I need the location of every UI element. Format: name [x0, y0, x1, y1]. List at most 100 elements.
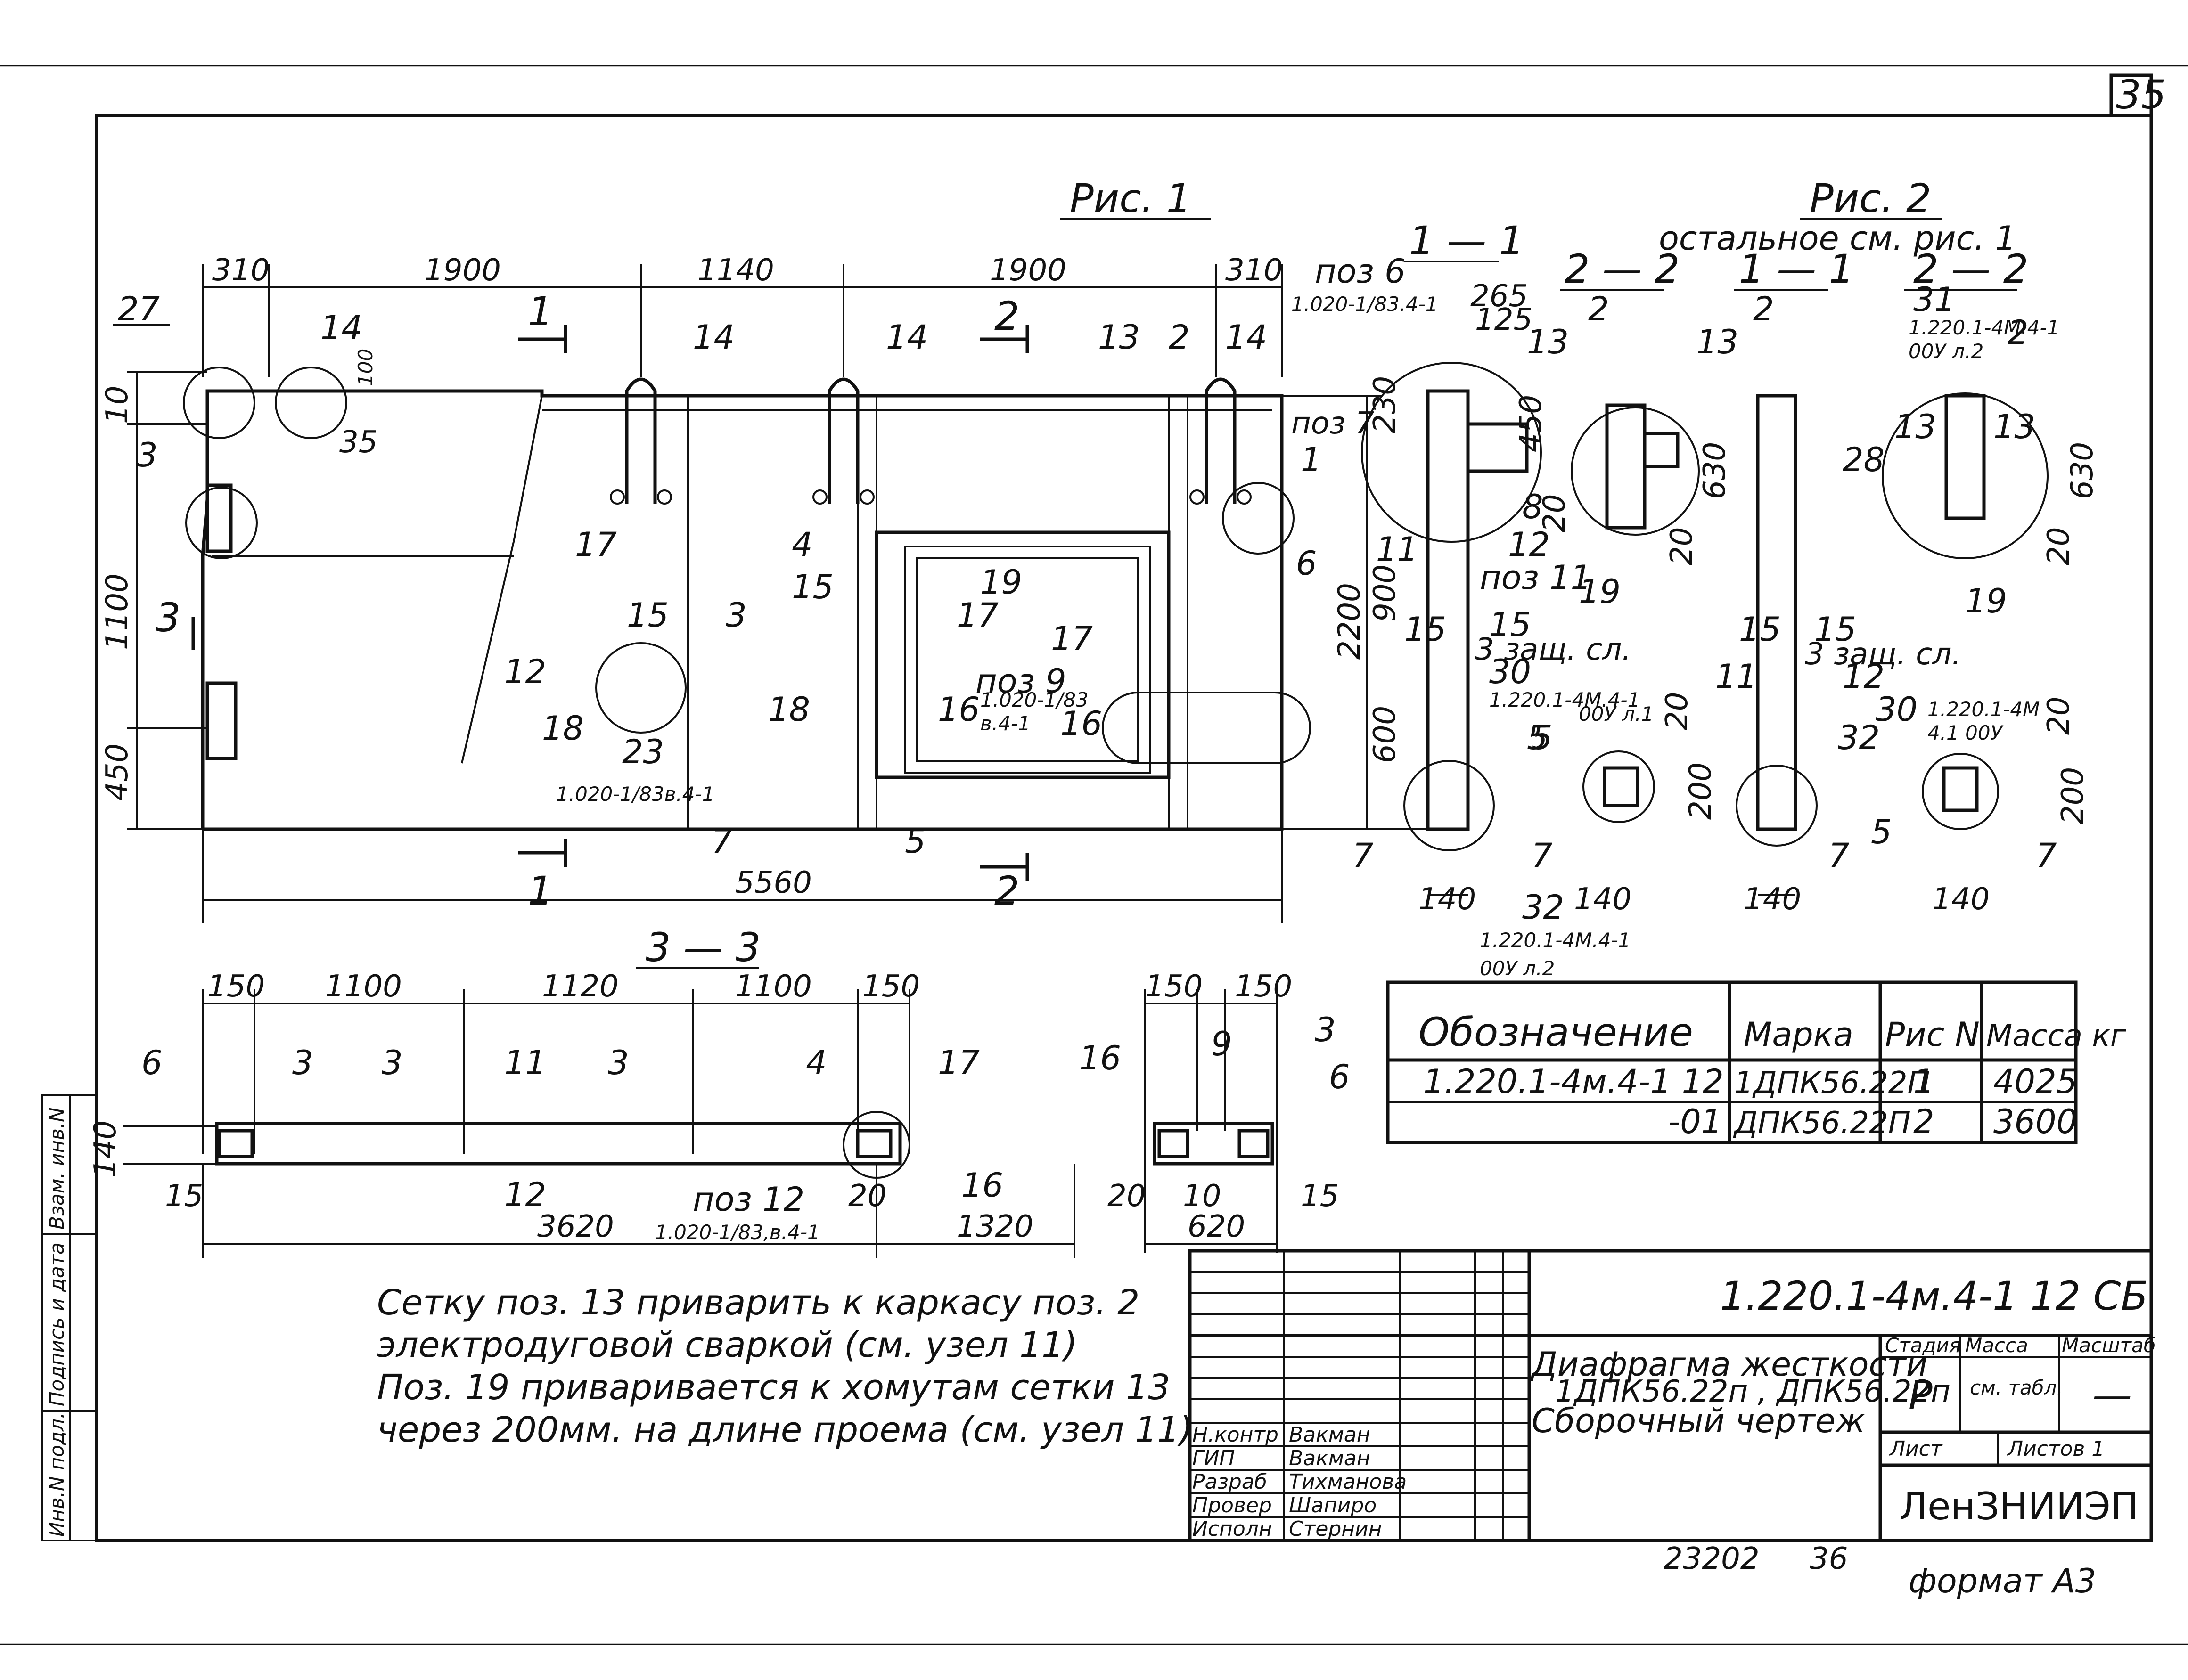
- svg-text:15: 15: [627, 596, 669, 635]
- svg-text:2: 2: [994, 868, 1019, 914]
- fig1-embedded-plate-top: [205, 483, 233, 553]
- svg-text:11: 11: [1376, 530, 1418, 569]
- s11a-shelf: [1468, 422, 1529, 473]
- svg-text:140: 140: [1574, 882, 1631, 917]
- svg-text:1.220.1-4М: 1.220.1-4М: [1927, 698, 2040, 721]
- spec-header-fig: Рис N: [1885, 1015, 1980, 1054]
- svg-text:3: 3: [292, 1044, 313, 1082]
- svg-text:1: 1: [528, 868, 553, 914]
- svg-text:900: 900: [1368, 564, 1402, 622]
- svg-text:3: 3: [156, 595, 180, 641]
- svg-text:150: 150: [1235, 969, 1292, 1004]
- svg-text:12: 12: [504, 1175, 546, 1214]
- svg-text:200: 200: [1683, 762, 1718, 820]
- svg-text:19: 19: [980, 563, 1022, 602]
- staff-row: Исполн Стернин: [1192, 1517, 1382, 1541]
- svg-text:2: 2: [1753, 290, 1774, 328]
- svg-text:17: 17: [1051, 620, 1093, 658]
- doc-code: 1.220.1-4м.4-1 12 СБ: [1720, 1273, 2148, 1319]
- svg-text:18: 18: [542, 709, 584, 748]
- s11b-node-bottom: [1736, 765, 1818, 847]
- section-1-1-a: 1 — 1 140 265 125 230 450 20 900 600 11 …: [1352, 218, 1654, 980]
- svg-text:32: 32: [1522, 888, 1564, 927]
- svg-text:16: 16: [1079, 1039, 1121, 1077]
- svg-text:15: 15: [792, 568, 834, 606]
- svg-text:125: 125: [1475, 302, 1532, 337]
- s22b-bottom-bar: [1942, 766, 1979, 812]
- strip-inv-label: Инв.N подл.: [45, 1412, 68, 1537]
- svg-text:2: 2: [2008, 313, 2029, 352]
- svg-text:5: 5: [1527, 718, 1548, 757]
- doc-name-2: 1ДПК56.22п , ДПК56.22п: [1555, 1374, 1950, 1409]
- small-section-body: [1153, 1122, 1274, 1166]
- fig1-dim-top-4: 310: [1225, 253, 1283, 288]
- svg-text:230: 230: [1368, 376, 1402, 433]
- svg-text:20: 20: [848, 1179, 886, 1214]
- svg-text:6: 6: [1329, 1058, 1350, 1096]
- svg-text:Провер: Провер: [1192, 1493, 1272, 1517]
- spec-row: -01 ДПК56.22П 2 3600: [1668, 1102, 2077, 1141]
- fig1-dim-left-1: 1100: [100, 573, 135, 650]
- spec-row: 1.220.1-4м.4-1 12 1ДПК56.22П 1 4025: [1423, 1062, 2077, 1101]
- svg-text:Масштаб: Масштаб: [2062, 1334, 2156, 1357]
- svg-text:3 защ. сл.: 3 защ. сл.: [1805, 637, 1961, 672]
- svg-text:3: 3: [1315, 1011, 1336, 1049]
- svg-text:3: 3: [726, 596, 747, 635]
- svg-text:6: 6: [1296, 544, 1317, 583]
- fig1-section-marks: 1 1 2 2 3: [156, 288, 1029, 914]
- svg-text:6: 6: [141, 1044, 163, 1082]
- svg-text:7: 7: [2036, 836, 2057, 875]
- svg-text:3: 3: [608, 1044, 629, 1082]
- svg-text:1.020-1/83,в.4-1: 1.020-1/83,в.4-1: [655, 1221, 820, 1244]
- svg-text:-01: -01: [1668, 1102, 1722, 1141]
- svg-text:27: 27: [118, 290, 160, 328]
- svg-text:20: 20: [2041, 697, 2076, 735]
- svg-text:16: 16: [938, 690, 980, 729]
- svg-text:1320: 1320: [957, 1209, 1033, 1244]
- svg-text:2 — 2: 2 — 2: [1913, 246, 2028, 292]
- svg-text:00У л.1: 00У л.1: [1579, 702, 1654, 726]
- svg-text:1.220.1-4М.4-1: 1.220.1-4М.4-1: [1489, 688, 1640, 711]
- svg-text:12: 12: [1508, 525, 1550, 564]
- svg-text:7: 7: [1828, 836, 1850, 875]
- fig1-title: Рис. 1: [1070, 175, 1191, 221]
- svg-text:20: 20: [2041, 527, 2076, 565]
- svg-text:Масса: Масса: [1965, 1334, 2028, 1357]
- svg-text:7: 7: [712, 822, 733, 861]
- format-label: формат А3: [1909, 1562, 2096, 1600]
- svg-text:30: 30: [1876, 690, 1918, 729]
- svg-text:15: 15: [1301, 1179, 1339, 1214]
- svg-text:630: 630: [2065, 442, 2100, 499]
- s22b-web: [1944, 394, 1986, 520]
- org-name: ЛенЗНИИЭП: [1899, 1484, 2139, 1528]
- svg-text:поз 7: поз 7: [1291, 406, 1374, 441]
- svg-text:—: —: [2092, 1372, 2132, 1418]
- staff-row: Н.контр Вакман: [1192, 1423, 1370, 1447]
- svg-text:2: 2: [994, 293, 1019, 339]
- s22a-node-bottom: [1582, 750, 1655, 823]
- svg-text:16: 16: [961, 1166, 1003, 1205]
- svg-text:4025: 4025: [1993, 1062, 2077, 1101]
- staff-row: ГИП Вакман: [1192, 1446, 1370, 1470]
- svg-text:13: 13: [1894, 408, 1936, 446]
- note-line-1: Сетку поз. 13 приварить к каркасу поз. 2: [377, 1282, 1139, 1323]
- section-1-1-b: 1 — 1 140 630 2 28 15 11 15 12 32 7 3 за…: [1697, 246, 1961, 917]
- svg-text:150: 150: [207, 969, 265, 1004]
- s11a-node-bottom: [1403, 760, 1495, 851]
- svg-text:Стадия: Стадия: [1885, 1334, 1961, 1357]
- svg-text:20: 20: [1107, 1179, 1146, 1214]
- svg-text:15: 15: [1814, 610, 1856, 649]
- svg-text:140: 140: [1418, 882, 1476, 917]
- left-strip: Инв.N подл. Подпись и дата Взам. инв.N: [41, 1094, 98, 1541]
- svg-text:11: 11: [504, 1044, 546, 1082]
- svg-text:265: 265: [1470, 279, 1528, 314]
- svg-text:23: 23: [622, 733, 664, 771]
- figure-1: Рис. 1 310 1900 1140 1900 310 10 1100 45…: [100, 175, 1438, 923]
- svg-text:3 защ. сл.: 3 защ. сл.: [1475, 632, 1631, 667]
- fig1-dim-top-3: 1900: [990, 253, 1066, 288]
- svg-text:15: 15: [1739, 610, 1781, 649]
- svg-text:7: 7: [1352, 836, 1374, 875]
- archive-number: 23202: [1664, 1541, 1760, 1576]
- svg-text:1: 1: [528, 288, 553, 334]
